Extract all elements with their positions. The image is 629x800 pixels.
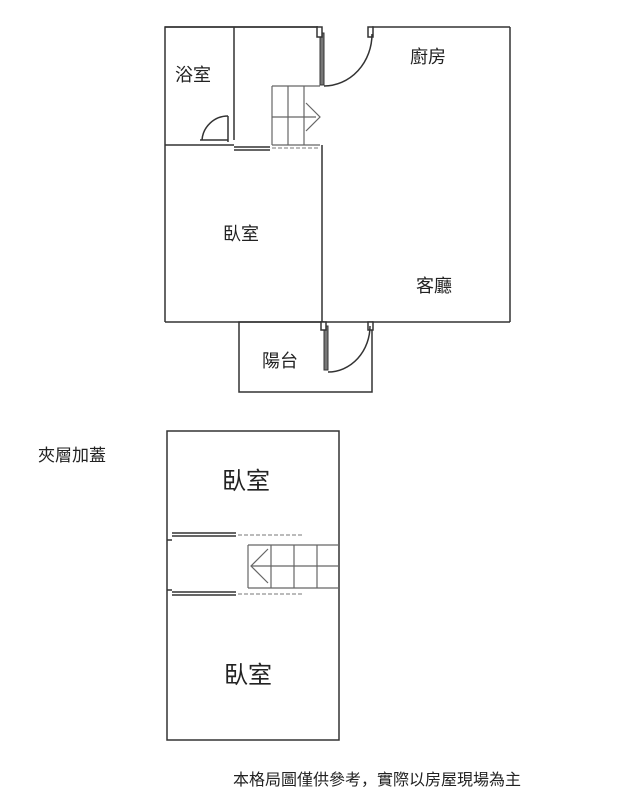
- room-label-balcony: 陽台: [262, 351, 298, 372]
- entry-door-post-right: [367, 26, 374, 38]
- mezz-room-label-lower: 臥室: [224, 661, 272, 689]
- balcony-door-post-left: [320, 321, 327, 331]
- entry-door-post-left: [316, 26, 323, 38]
- disclaimer-note: 本格局圖僅供參考，實際以房屋現場為主: [233, 770, 522, 789]
- mezzanine-outline: [166, 430, 340, 741]
- entry-door-swing: [323, 33, 373, 87]
- bath-door-swing: [201, 115, 229, 141]
- room-label-bathroom: 浴室: [175, 65, 211, 86]
- entry-door-leaf: [319, 32, 325, 86]
- mezzanine-caption: 夾層加蓋: [38, 446, 106, 466]
- mezz-stairs: [247, 544, 339, 589]
- main-stairs: [271, 85, 321, 146]
- room-label-bedroom: 臥室: [223, 224, 259, 245]
- mezz-room-label-upper: 臥室: [222, 467, 270, 495]
- balcony-door-leaf: [323, 325, 329, 371]
- balcony-door-swing: [327, 325, 371, 373]
- room-label-kitchen: 廚房: [410, 47, 446, 68]
- room-label-living-room: 客廳: [416, 276, 452, 297]
- balcony-box: [238, 321, 373, 393]
